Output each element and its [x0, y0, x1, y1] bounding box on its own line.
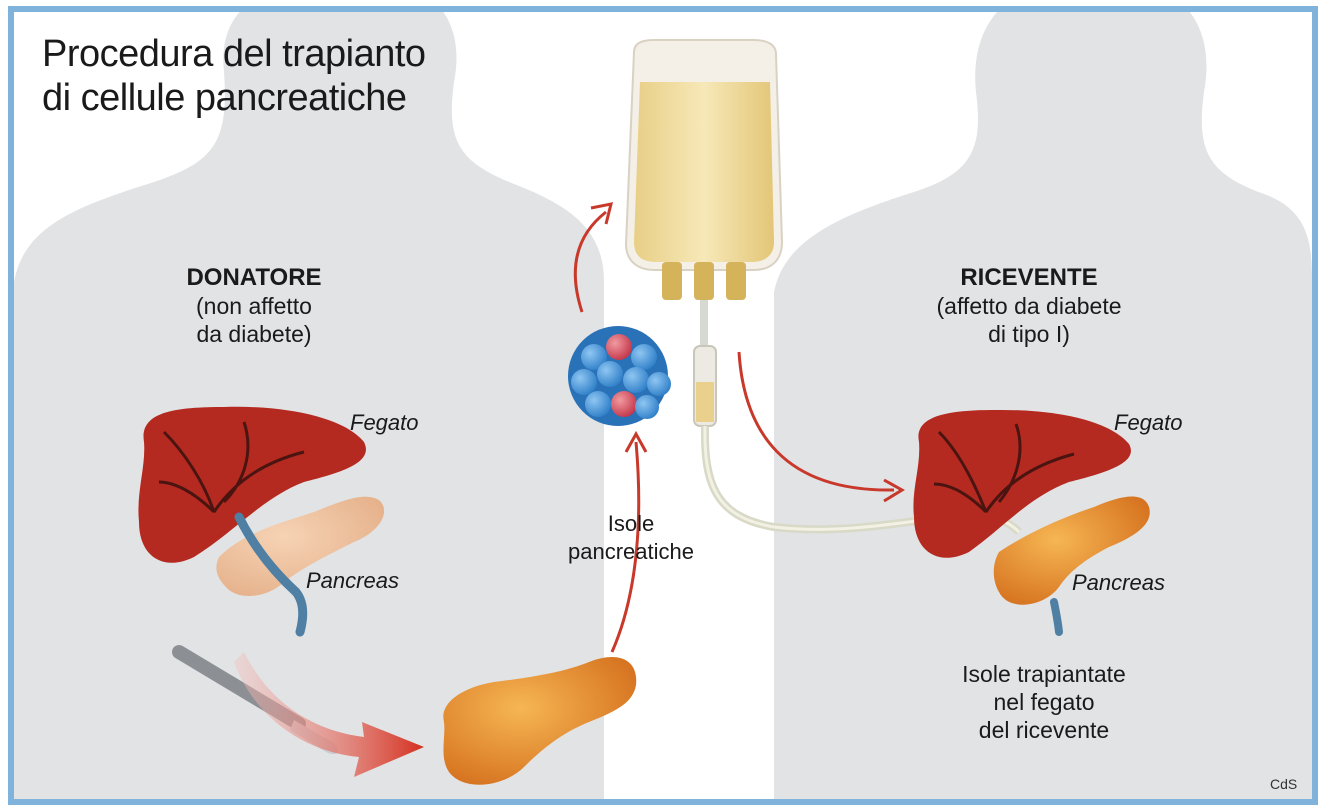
- islets-label: Isole pancreatiche: [546, 510, 716, 566]
- page-title: Procedura del trapianto di cellule pancr…: [42, 32, 502, 120]
- donor-subtitle: (non affetto da diabete): [164, 292, 344, 348]
- islet-cluster-shape: [568, 326, 671, 426]
- diagram-frame: Procedura del trapianto di cellule pancr…: [8, 6, 1318, 805]
- recipient-heading: RICEVENTE: [954, 264, 1104, 292]
- islets-line-2: pancreatiche: [546, 538, 716, 566]
- credit-label: CdS: [1270, 776, 1297, 792]
- recipient-sub-line-1: (affetto da diabete: [914, 292, 1144, 320]
- donor-sub-line-1: (non affetto: [164, 292, 344, 320]
- recipient-note-line-1: Isole trapiantate: [934, 660, 1154, 688]
- recipient-sub-line-2: di tipo I): [914, 320, 1144, 348]
- title-line-2: di cellule pancreatiche: [42, 76, 502, 120]
- recipient-note-line-2: nel fegato: [934, 688, 1154, 716]
- donor-pancreas-label: Pancreas: [306, 568, 399, 594]
- recipient-liver-label: Fegato: [1114, 410, 1183, 436]
- recipient-pancreas-label: Pancreas: [1072, 570, 1165, 596]
- recipient-note: Isole trapiantate nel fegato del riceven…: [934, 660, 1154, 744]
- donor-heading: DONATORE: [184, 264, 324, 292]
- title-line-1: Procedura del trapianto: [42, 32, 502, 76]
- islets-line-1: Isole: [546, 510, 716, 538]
- donor-sub-line-2: da diabete): [164, 320, 344, 348]
- recipient-note-line-3: del ricevente: [934, 716, 1154, 744]
- donor-liver-label: Fegato: [350, 410, 419, 436]
- recipient-subtitle: (affetto da diabete di tipo I): [914, 292, 1144, 348]
